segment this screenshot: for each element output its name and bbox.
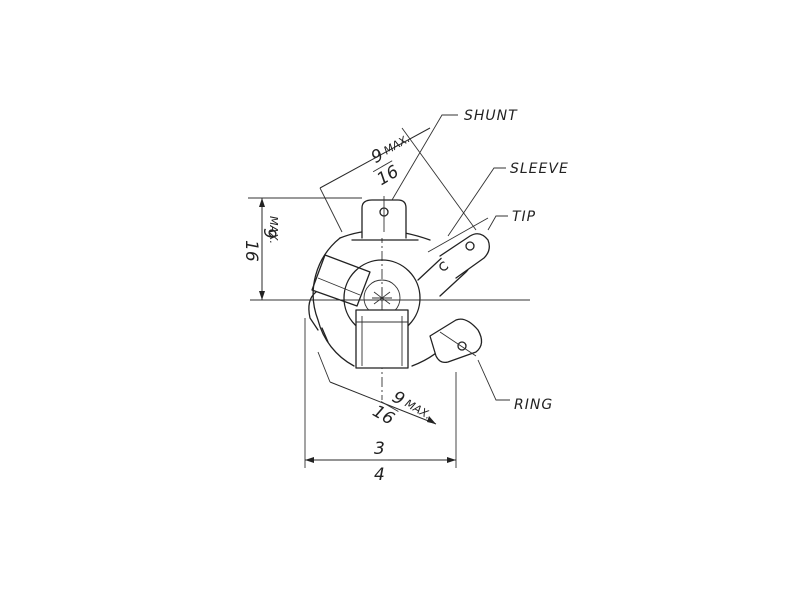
dimension-bottom: 9 MAX. 16 (369, 387, 434, 429)
label-ring: RING (514, 397, 553, 413)
dim-top-max: MAX. (381, 132, 412, 157)
dim-left-numerator: 9 (259, 228, 279, 239)
dim-left-max: MAX. (267, 216, 280, 244)
jack-body (308, 229, 449, 369)
dim-width-denominator: 4 (374, 465, 385, 485)
dim-bottom-max: MAX. (403, 397, 434, 422)
dim-left-denominator: 16 (241, 240, 261, 262)
dimension-width: 3 4 (370, 439, 388, 485)
ring-lug (429, 318, 483, 364)
shunt-lug (351, 196, 419, 241)
dim-width-numerator: 3 (374, 439, 385, 459)
sleeve-tip-lugs (417, 217, 490, 297)
label-shunt: SHUNT (464, 108, 518, 124)
label-sleeve: SLEEVE (510, 161, 569, 177)
label-tip: TIP (512, 209, 536, 225)
dimension-left: 9 MAX. 16 (241, 216, 280, 262)
leader-lines (391, 114, 510, 401)
